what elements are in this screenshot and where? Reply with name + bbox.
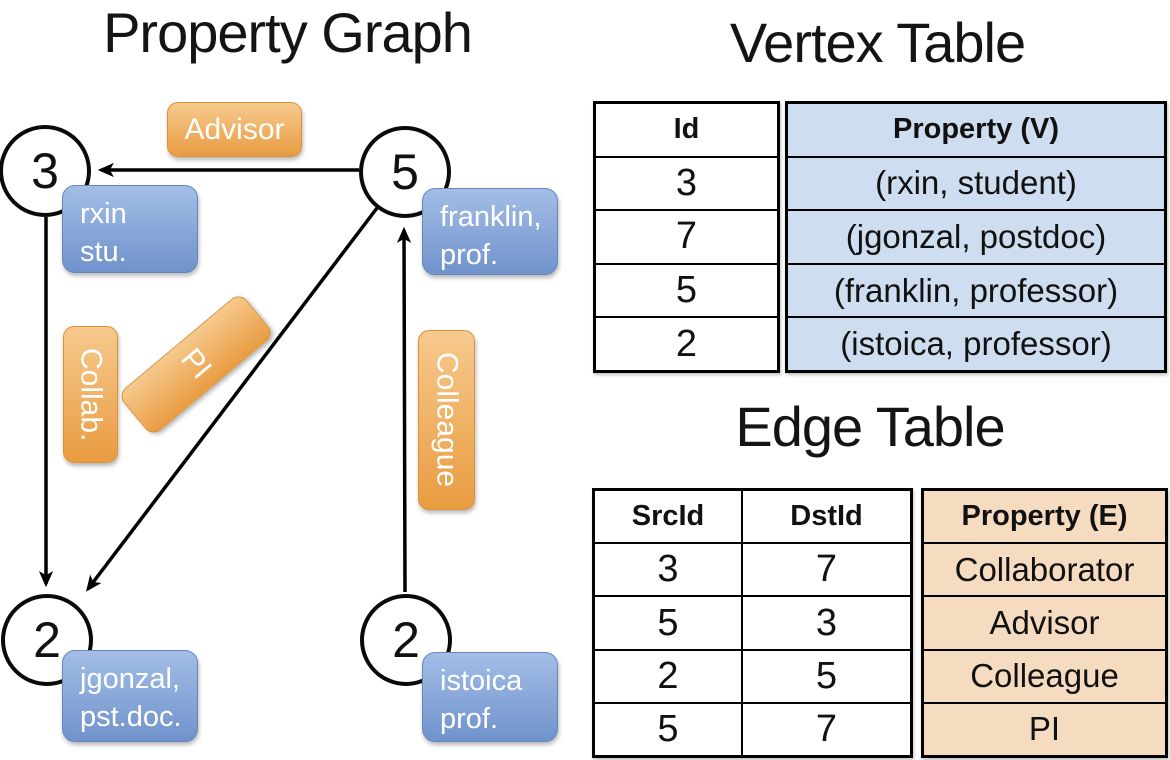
vertex-property-header: Property (V) [788, 104, 1164, 156]
edge-property-header: Property (E) [924, 491, 1165, 543]
edge-label-pi-text: PI [174, 342, 219, 386]
edge-src-header: SrcId [631, 500, 705, 533]
node-7-id: 2 [33, 612, 61, 668]
vertex-row-id: 3 [675, 161, 698, 204]
edge-table-id-columns: SrcId DstId 3 7 5 3 2 5 5 7 [592, 488, 913, 758]
edge-row-property: Advisor [924, 597, 1165, 649]
edge-label-advisor: Advisor [167, 102, 302, 157]
edge-row-property: PI [924, 703, 1165, 756]
vertex-row-property: (istoica, professor) [788, 318, 1164, 370]
edge-row-src: 3 [657, 548, 679, 591]
edge-row-dst: 7 [741, 703, 910, 756]
graph-node-2: 2 [360, 594, 452, 686]
vertex-label-jgonzal-line1: jgonzal, [80, 663, 180, 695]
vertex-label-franklin-line2: prof. [440, 239, 499, 271]
vertex-table-title: Vertex Table [729, 11, 1026, 74]
edge-dst-header: DstId [741, 491, 910, 543]
edge-table-title: Edge Table [735, 395, 1005, 458]
vertex-row-property: (franklin, professor) [788, 264, 1164, 317]
edge-arrow-2-to-5 [396, 226, 412, 593]
edge-label-collab: Collab. [63, 326, 118, 463]
vertex-label-jgonzal: jgonzal, pst.doc. [62, 650, 198, 742]
edge-row-dst: 7 [741, 544, 910, 596]
edge-row-property: Colleague [924, 650, 1165, 702]
edge-label-colleague-text: Colleague [430, 352, 464, 488]
edge-row-src: 5 [657, 601, 679, 644]
vertex-label-franklin: franklin, prof. [422, 188, 558, 275]
edge-arrow-5-to-7 [86, 206, 379, 592]
edge-label-colleague: Colleague [418, 330, 475, 510]
vertex-row-id: 2 [675, 322, 698, 365]
edge-table-property-column: Property (E) Collaborator Advisor Collea… [921, 488, 1168, 758]
vertex-row-property: (rxin, student) [788, 157, 1164, 210]
edge-row-src: 2 [657, 654, 679, 697]
edge-label-collab-text: Collab. [74, 347, 108, 442]
vertex-id-header: Id [673, 113, 700, 146]
vertex-label-istoica-line2: prof. [440, 703, 499, 735]
node-2-id: 2 [392, 612, 420, 668]
vertex-row-id: 5 [675, 269, 698, 312]
vertex-label-rxin-line2: stu. [80, 236, 127, 268]
vertex-label-franklin-line1: franklin, [440, 201, 542, 233]
vertex-table-id-column: Id 3 7 5 2 [593, 101, 780, 373]
vertex-row-property: (jgonzal, postdoc) [788, 211, 1164, 263]
vertex-label-jgonzal-line2: pst.doc. [80, 701, 182, 733]
vertex-label-istoica-line1: istoica [440, 665, 523, 697]
edge-row-dst: 5 [741, 650, 910, 702]
edge-row-dst: 3 [741, 597, 910, 649]
vertex-label-rxin: rxin stu. [62, 185, 198, 273]
node-5-id: 5 [391, 144, 419, 200]
edge-row-property: Collaborator [924, 544, 1165, 596]
edge-label-advisor-text: Advisor [184, 112, 285, 146]
vertex-label-istoica: istoica prof. [422, 652, 558, 742]
graph-edges [38, 162, 412, 593]
node-3-id: 3 [31, 143, 59, 199]
vertex-table-property-column: Property (V) (rxin, student) (jgonzal, p… [785, 101, 1167, 373]
graph-node-5: 5 [359, 126, 451, 218]
vertex-row-id: 7 [675, 215, 698, 258]
edge-row-src: 5 [657, 707, 679, 750]
property-graph-title: Property Graph [103, 1, 473, 64]
vertex-label-rxin-line1: rxin [80, 198, 127, 230]
